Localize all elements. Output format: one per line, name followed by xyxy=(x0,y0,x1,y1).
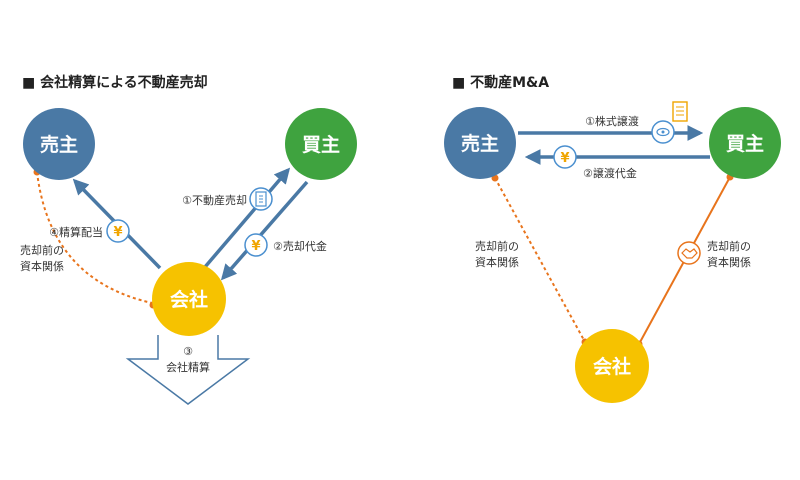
right-step1-label: ①株式譲渡 xyxy=(585,114,639,128)
right-title: ■ 不動産M&A xyxy=(452,74,549,91)
right-relation-right-line1: 売却前の xyxy=(707,239,751,253)
right-relation-line-seller xyxy=(494,177,586,343)
left-company-label: 会社 xyxy=(170,288,208,311)
left-step3-number: ③ xyxy=(183,345,193,358)
svg-text:¥: ¥ xyxy=(560,151,569,166)
right-relation-right-line2: 資本関係 xyxy=(707,255,751,269)
left-arrow-sale-proceeds xyxy=(220,180,309,281)
left-step4-label: ④精算配当 xyxy=(49,225,103,239)
left-company-node xyxy=(152,262,226,336)
left-relation-label-line1: 売却前の xyxy=(20,243,64,257)
right-company-label: 会社 xyxy=(593,355,631,378)
left-arrow-property-sale xyxy=(203,167,291,269)
left-relation-label-line2: 資本関係 xyxy=(20,259,64,273)
svg-text:¥: ¥ xyxy=(113,225,122,240)
right-diagram: ■ 不動産M&A 売主 買主 会社 xyxy=(444,74,781,403)
left-yen-icon-dividend: ¥ xyxy=(106,219,130,243)
left-seller-node xyxy=(23,108,95,180)
right-seller-label: 売主 xyxy=(461,132,499,155)
right-seller-node xyxy=(444,107,516,179)
left-diagram: ■ 会社精算による不動産売却 売主 買主 会社 ¥ xyxy=(20,74,357,405)
left-buyer-label: 買主 xyxy=(302,134,340,156)
left-buyer-node xyxy=(285,108,357,180)
left-liquidation-arrow xyxy=(125,335,251,405)
left-seller-label: 売主 xyxy=(40,133,78,156)
right-building-icon xyxy=(672,101,688,122)
right-yen-icon: ¥ xyxy=(553,145,577,169)
left-step1-label: ①不動産売却 xyxy=(182,193,247,207)
left-title: ■ 会社精算による不動産売却 xyxy=(22,74,208,91)
right-handshake-icon xyxy=(677,241,701,265)
right-buyer-label: 買主 xyxy=(726,133,764,155)
right-share-certificate-icon xyxy=(651,120,675,144)
left-capital-relation-line xyxy=(36,171,153,304)
left-step2-label: ②売却代金 xyxy=(273,239,327,253)
left-step3-label: 会社精算 xyxy=(166,360,210,374)
right-relation-left-line2: 資本関係 xyxy=(475,255,519,269)
right-step2-label: ②譲渡代金 xyxy=(583,166,637,180)
svg-text:¥: ¥ xyxy=(251,239,260,254)
left-yen-icon-proceeds: ¥ xyxy=(244,233,268,257)
left-building-icon xyxy=(249,187,273,211)
right-relation-left-line1: 売却前の xyxy=(475,239,519,253)
right-buyer-node xyxy=(709,107,781,179)
right-company-node xyxy=(575,329,649,403)
